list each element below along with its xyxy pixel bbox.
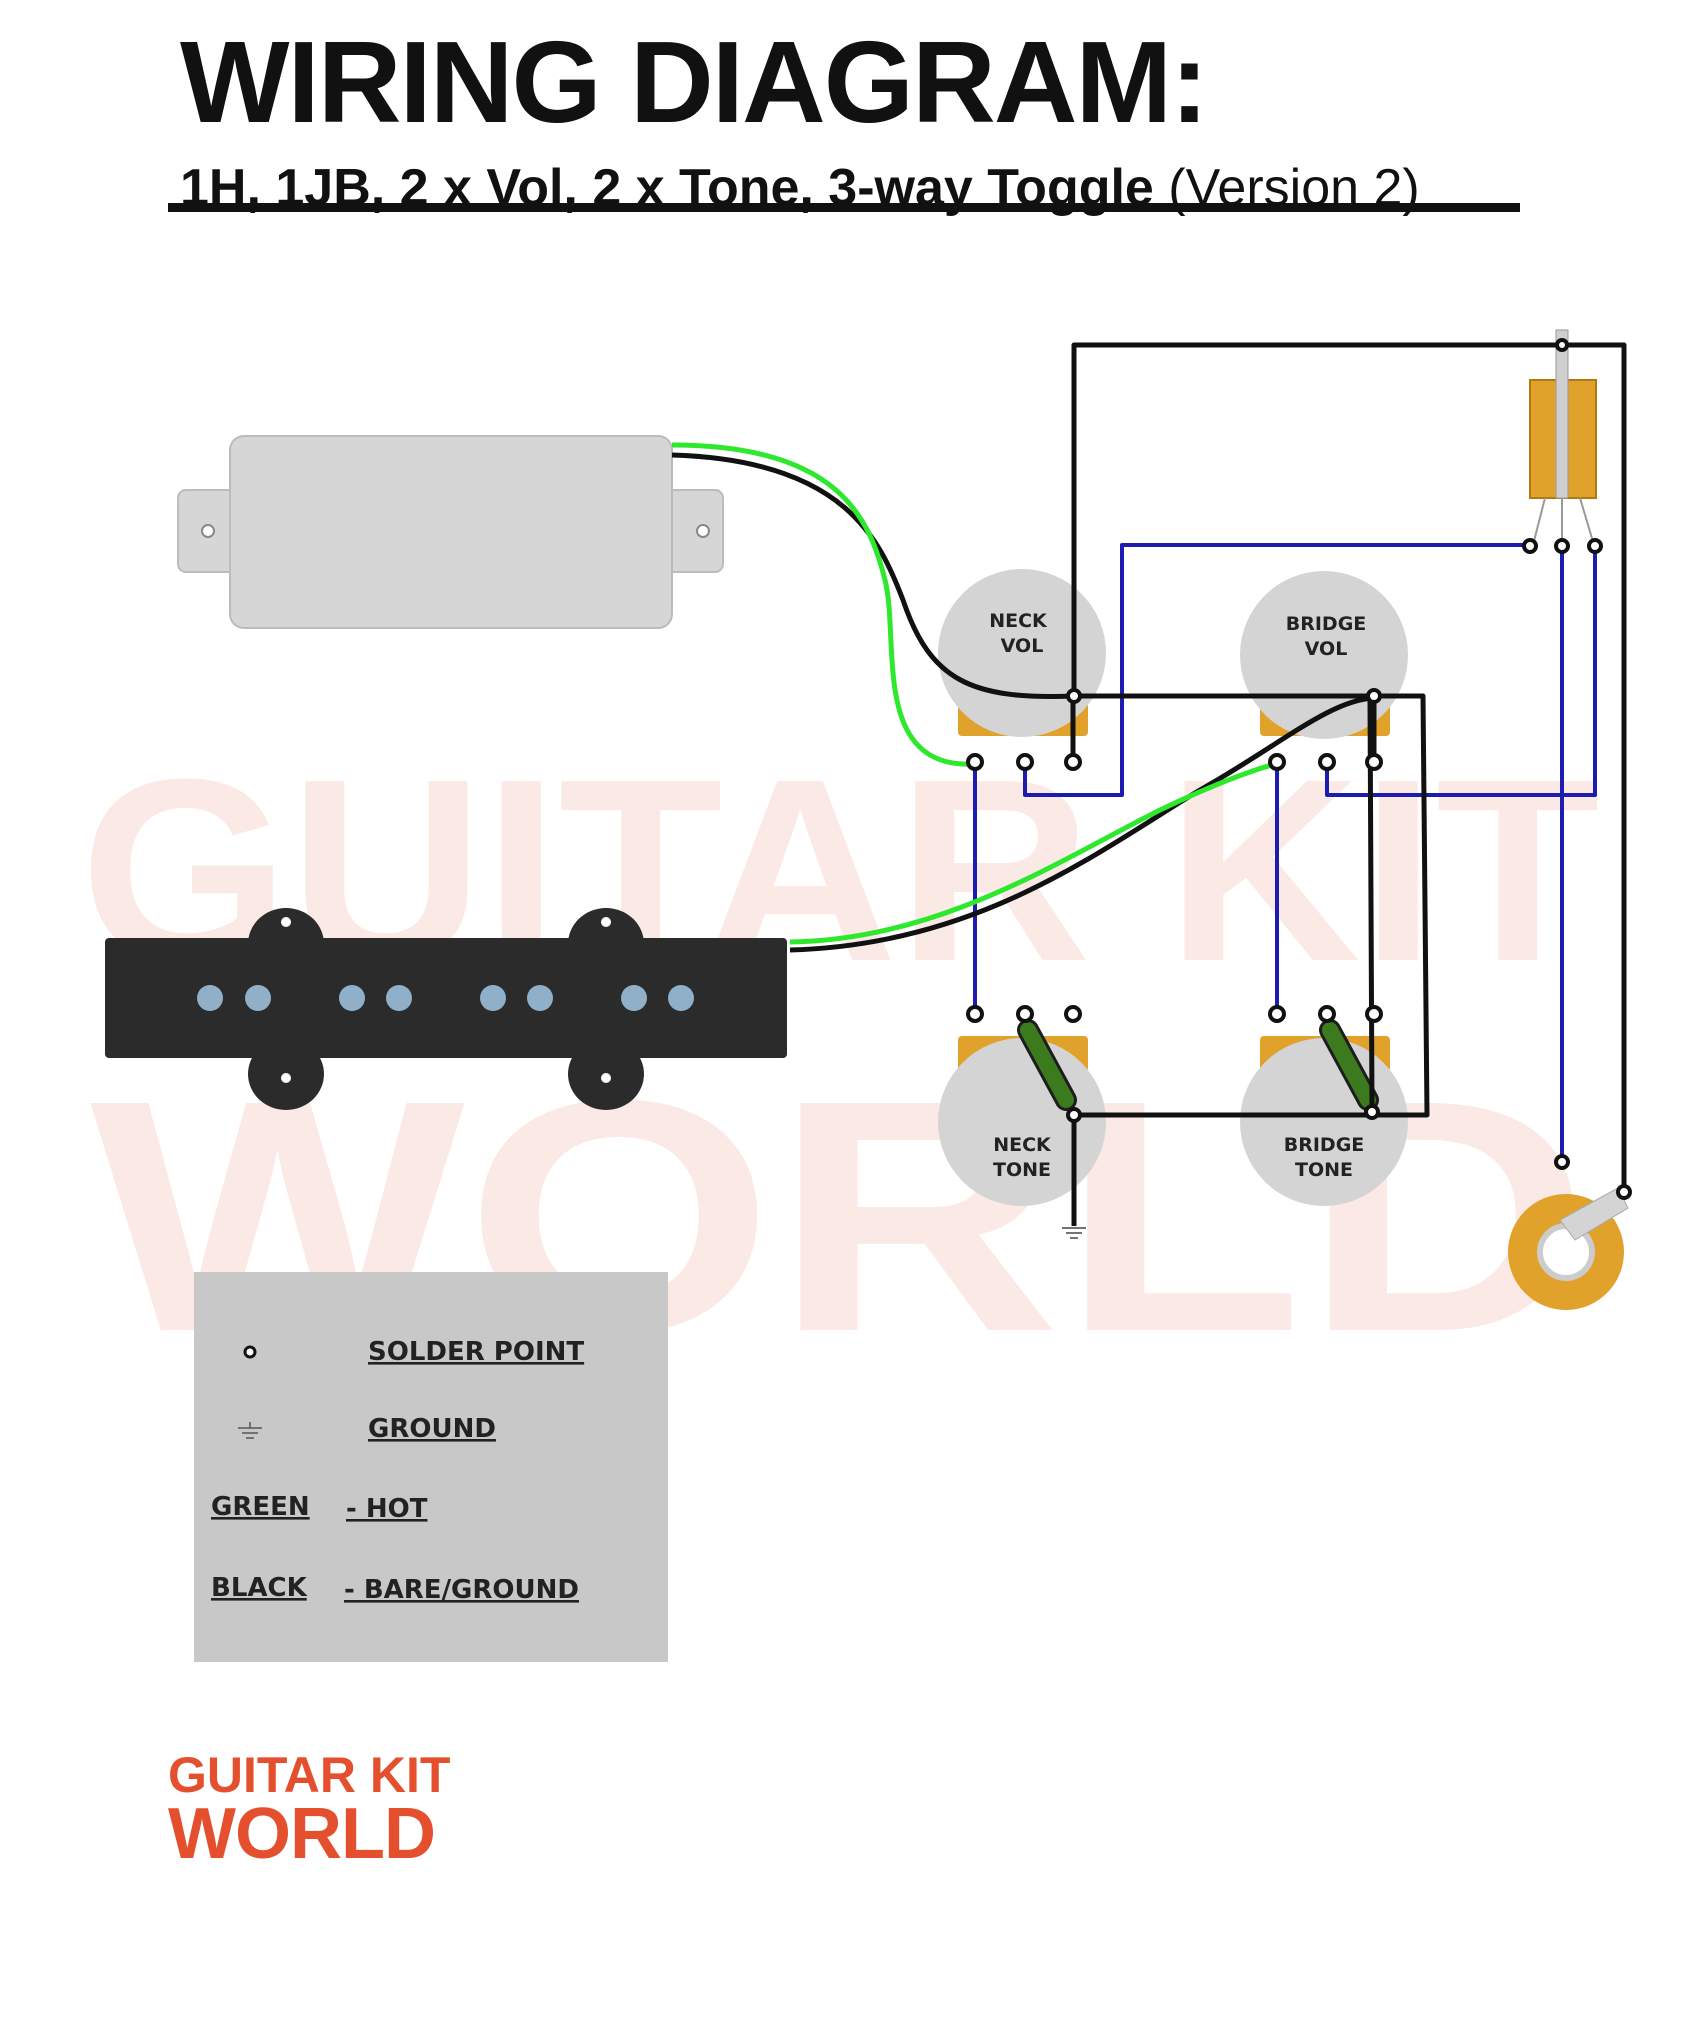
toggle-leg: [1579, 497, 1595, 546]
pot-label: VOL: [1001, 635, 1044, 657]
solder-point: [1616, 1184, 1632, 1200]
humbucker-cover: [229, 435, 673, 629]
jazz-screw: [601, 917, 611, 927]
toggle-leg: [1532, 497, 1546, 546]
solder-point: [1554, 1154, 1570, 1170]
pole-piece: [386, 985, 412, 1011]
humbucker-pickup: [177, 435, 724, 629]
wire-green: [671, 442, 976, 767]
solder-point: [1268, 1005, 1286, 1023]
solder-point: [1268, 753, 1286, 771]
logo-line2: WORLD: [168, 1793, 436, 1874]
tone-capacitor: [1322, 1022, 1376, 1108]
pole-piece: [480, 985, 506, 1011]
legend: SOLDER POINT GROUND GREEN - HOT BLACK - …: [194, 1272, 668, 1662]
solder-point: [1365, 1005, 1383, 1023]
legend-ground-icon: [238, 1422, 262, 1439]
jazz-pickup: [105, 908, 787, 1110]
ground-symbol: [1062, 1227, 1086, 1239]
jazz-screw: [601, 1073, 611, 1083]
legend-hot: - HOT: [346, 1494, 428, 1524]
neck-tone-pot: NECK TONE: [938, 1036, 1106, 1206]
solder-point: [1554, 538, 1570, 554]
legend-green: GREEN: [211, 1492, 310, 1522]
wire-blue: [1023, 543, 1527, 797]
pole-piece: [339, 985, 365, 1011]
pole-piece: [197, 985, 223, 1011]
pot-label: TONE: [1295, 1159, 1353, 1181]
pole-piece: [527, 985, 553, 1011]
solder-point: [1318, 1005, 1336, 1023]
humbucker-screw-left: [201, 524, 215, 538]
pole-piece: [245, 985, 271, 1011]
pot-label: TONE: [993, 1159, 1051, 1181]
jazz-screw: [281, 1073, 291, 1083]
pole-piece: [621, 985, 647, 1011]
humbucker-screw-right: [696, 524, 710, 538]
logo-line1: GUITAR KIT: [168, 1747, 451, 1803]
solder-point: [966, 1005, 984, 1023]
pot-label: NECK: [989, 610, 1048, 632]
bridge-tone-pot: BRIDGE TONE: [1240, 1036, 1408, 1206]
solder-points: [966, 338, 1632, 1200]
page-title: WIRING DIAGRAM:: [180, 17, 1209, 147]
wire-black: [1074, 693, 1430, 1118]
solder-point: [1364, 1104, 1380, 1120]
solder-point: [1318, 753, 1336, 771]
legend-ground: GROUND: [368, 1414, 496, 1444]
jazz-screw: [281, 917, 291, 927]
pot-label: VOL: [1305, 638, 1348, 660]
solder-point: [1064, 1005, 1082, 1023]
solder-point: [1555, 338, 1569, 352]
solder-point: [1016, 1005, 1034, 1023]
neck-vol-pot: NECK VOL: [938, 569, 1106, 737]
solder-point: [966, 753, 984, 771]
solder-point: [1016, 753, 1034, 771]
solder-point: [1522, 538, 1538, 554]
solder-point: [1366, 688, 1382, 704]
output-jack: [1508, 1187, 1629, 1310]
legend-solder-point: SOLDER POINT: [368, 1337, 584, 1367]
brand-logo: GUITAR KIT WORLD: [168, 1747, 451, 1874]
toggle-lever: [1555, 329, 1569, 499]
solder-point: [1587, 538, 1603, 554]
legend-bare-ground: - BARE/GROUND: [344, 1575, 579, 1605]
pot-label: BRIDGE: [1286, 613, 1367, 635]
legend-black: BLACK: [211, 1573, 308, 1603]
solder-point: [1066, 688, 1082, 704]
title-underline: [168, 203, 1520, 212]
pole-piece: [668, 985, 694, 1011]
legend-solder-icon: [243, 1345, 257, 1359]
legend-box: [194, 1272, 668, 1662]
solder-point: [1365, 753, 1383, 771]
header: WIRING DIAGRAM: 1H, 1JB, 2 x Vol, 2 x To…: [180, 24, 1520, 218]
green-wires: [671, 442, 1278, 945]
solder-point: [1066, 1107, 1082, 1123]
wire-black: [789, 695, 1375, 953]
wire-blue: [1325, 548, 1597, 797]
blue-wires: [973, 543, 1597, 1160]
toggle-switch: [1529, 329, 1597, 546]
pot-label: BRIDGE: [1284, 1134, 1365, 1156]
tone-capacitor: [1020, 1022, 1074, 1108]
jazz-body: [105, 938, 787, 1058]
wire-black: [671, 452, 1075, 699]
pot-label: NECK: [993, 1134, 1052, 1156]
wire-black: [1071, 342, 1627, 1190]
jack-lug: [1559, 1187, 1629, 1241]
wire-green: [789, 761, 1278, 945]
solder-point: [1064, 753, 1082, 771]
